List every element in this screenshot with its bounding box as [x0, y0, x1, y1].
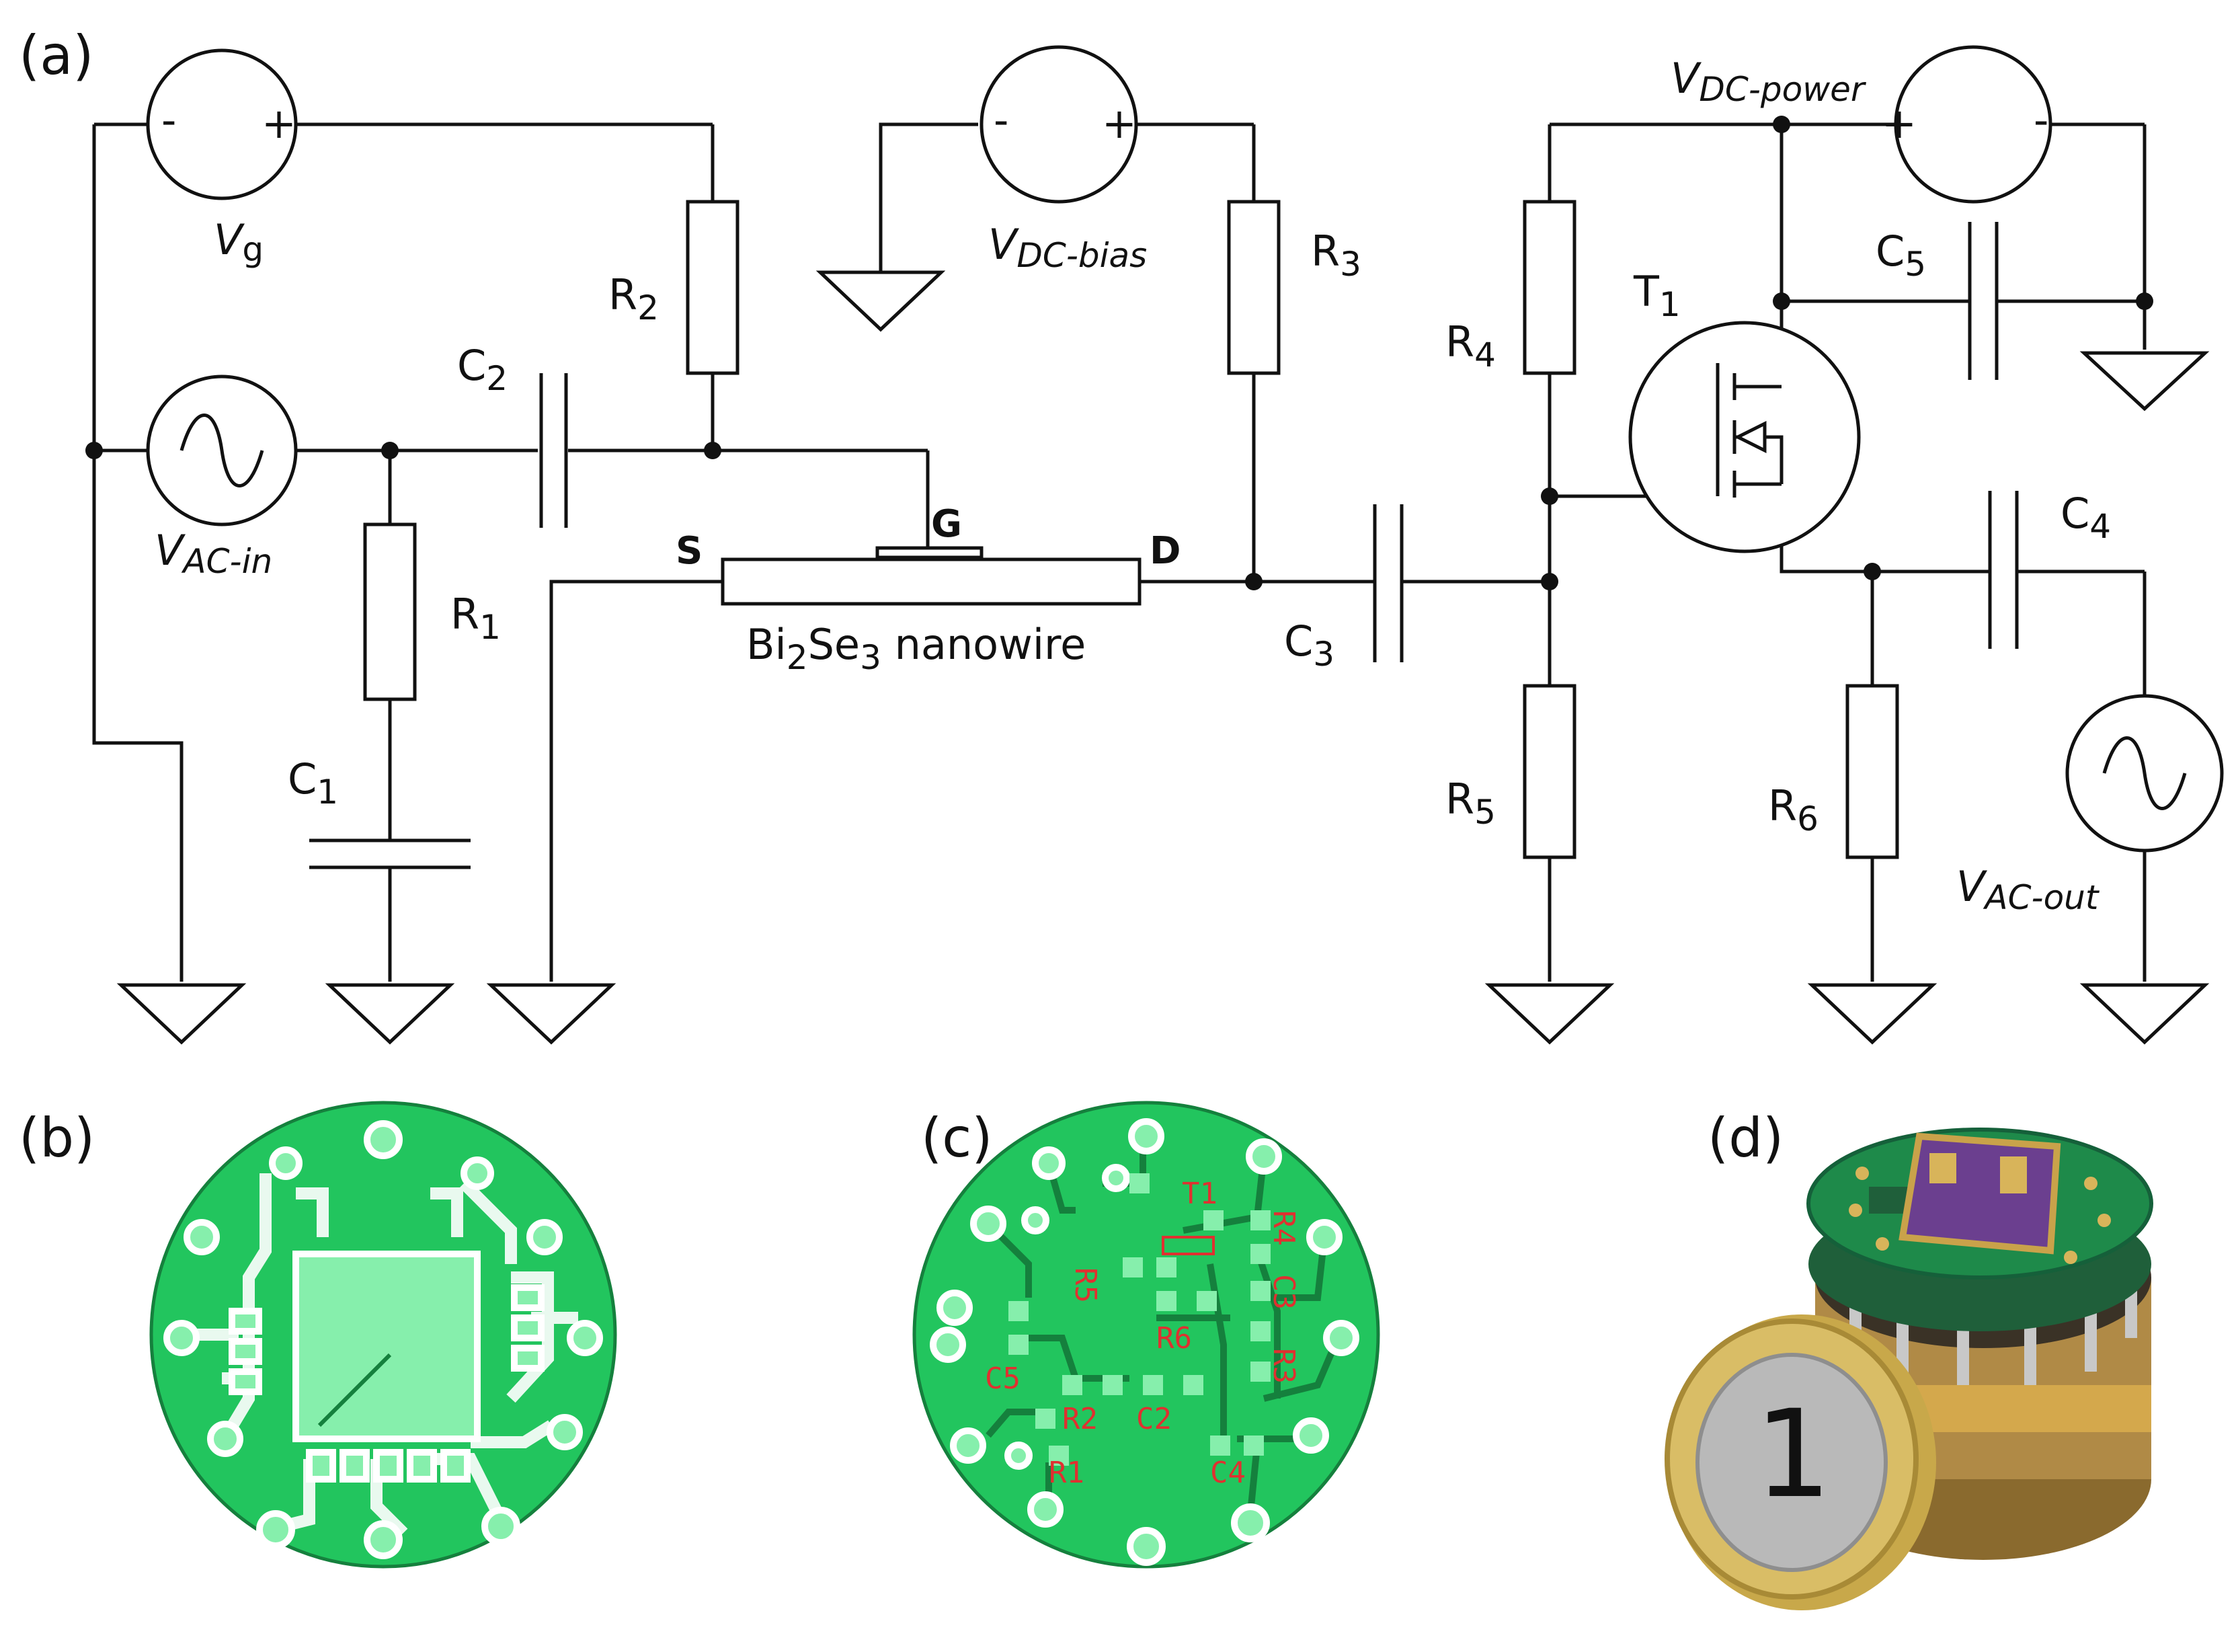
- ground-icon: [325, 983, 455, 1045]
- svg-text:R6: R6: [1156, 1321, 1192, 1355]
- dc-source-icon: [1894, 45, 2052, 204]
- svg-text:+: +: [1882, 99, 1917, 148]
- svg-text:R4: R4: [1267, 1210, 1301, 1246]
- junction-dots: [85, 116, 2153, 590]
- resistor-r2: R2: [608, 200, 740, 375]
- vg-label: Vg: [214, 215, 264, 269]
- vdc-power-label: VDC-power: [1671, 54, 1867, 109]
- vac-out-label: VAC-out: [1956, 862, 2100, 917]
- capacitor-c3: C3: [1284, 504, 1404, 674]
- source-vac-in: VAC-in: [146, 375, 298, 581]
- ground-icon: [2079, 351, 2210, 411]
- svg-text:+: +: [262, 99, 296, 148]
- resistor-r4: R4: [1445, 200, 1576, 375]
- svg-text:C1: C1: [288, 754, 338, 812]
- svg-text:-: -: [2034, 95, 2048, 145]
- ground-icon: [1807, 983, 1937, 1045]
- pcb-layout-c: T1 R4 R5 C3 R6 R3 C5 R2 C2 R1 C4: [912, 1101, 1380, 1569]
- svg-text:R5: R5: [1068, 1267, 1103, 1303]
- panel-label-a: (a): [19, 24, 93, 87]
- svg-text:C5: C5: [985, 1362, 1021, 1396]
- ground-icon: [116, 983, 247, 1045]
- panel-label-b: (b): [19, 1107, 95, 1169]
- device-photo: 1: [1665, 1128, 2153, 1610]
- svg-text:C4: C4: [2061, 489, 2111, 546]
- svg-text:C2: C2: [1136, 1402, 1172, 1436]
- svg-text:C2: C2: [457, 341, 508, 398]
- svg-text:T1: T1: [1182, 1177, 1217, 1211]
- svg-text:+: +: [1102, 99, 1137, 148]
- panel-label-c: (c): [921, 1107, 992, 1169]
- resistor-r3: R3: [1227, 200, 1361, 375]
- pcb-layout-b: [149, 1101, 617, 1569]
- source-vdc-bias: - + VDC-bias: [980, 45, 1147, 275]
- vdc-bias-label: VDC-bias: [988, 220, 1147, 275]
- pin-drain: D: [1150, 529, 1181, 573]
- svg-text:R6: R6: [1768, 781, 1819, 838]
- svg-text:R4: R4: [1445, 317, 1496, 375]
- svg-text:-: -: [161, 95, 176, 145]
- transistor-t1: T1: [1628, 267, 1861, 553]
- ground-icon: [815, 270, 946, 332]
- pin-gate: G: [931, 502, 962, 546]
- svg-text:R3: R3: [1267, 1348, 1301, 1384]
- dc-source-icon: [980, 45, 1138, 204]
- svg-text:C3: C3: [1284, 617, 1334, 674]
- svg-text:R1: R1: [450, 590, 501, 647]
- capacitor-c1: C1: [288, 754, 471, 869]
- pin-source: S: [676, 529, 703, 573]
- source-vg: - + Vg: [146, 48, 298, 269]
- svg-text:C5: C5: [1876, 227, 1926, 284]
- capacitor-c5: C5: [1876, 222, 1999, 380]
- source-vac-out: VAC-out: [1956, 694, 2224, 917]
- capacitor-c2: C2: [457, 341, 568, 528]
- svg-text:R5: R5: [1445, 775, 1496, 832]
- arrow-icon: [1734, 420, 1767, 454]
- svg-text:C4: C4: [1210, 1456, 1246, 1490]
- svg-text:R2: R2: [608, 270, 659, 327]
- svg-text:1: 1: [1755, 1384, 1832, 1525]
- svg-text:R2: R2: [1062, 1402, 1098, 1436]
- resistor-r5: R5: [1445, 684, 1576, 859]
- capacitor-c4: C4: [1988, 489, 2111, 649]
- panel-label-d: (d): [1708, 1107, 1784, 1169]
- ground-symbols: [116, 270, 2210, 1045]
- svg-text:R1: R1: [1049, 1456, 1084, 1490]
- nanowire-device: S G D Bi2Se3 nanowire: [676, 502, 1181, 677]
- svg-text:T1: T1: [1633, 267, 1681, 324]
- source-vdc-power: + - VDC-power: [1671, 45, 2052, 204]
- vac-in-label: VAC-in: [155, 526, 272, 581]
- svg-text:C3: C3: [1267, 1274, 1301, 1310]
- nanowire-label: Bi2Se3 nanowire: [746, 620, 1086, 677]
- resistor-r6: R6: [1768, 684, 1899, 859]
- ground-icon: [486, 983, 616, 1045]
- dc-source-icon: [146, 48, 298, 200]
- ground-icon: [1484, 983, 1615, 1045]
- svg-text:-: -: [994, 95, 1008, 145]
- resistor-r1: R1: [363, 522, 501, 701]
- ground-icon: [2079, 983, 2210, 1045]
- svg-text:R3: R3: [1311, 227, 1361, 284]
